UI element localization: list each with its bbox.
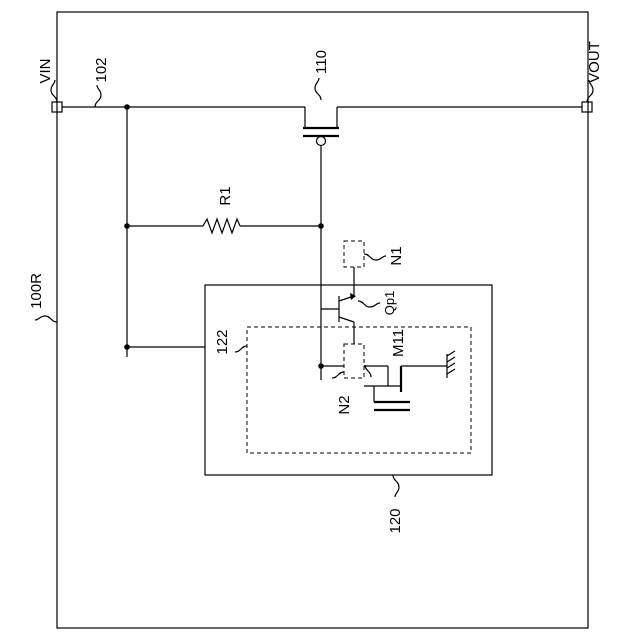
ground-symbol (447, 351, 455, 378)
leader-100r (35, 316, 57, 322)
resistor-r1 (127, 219, 321, 233)
transistor-qp1 (321, 293, 356, 344)
block-122 (247, 327, 471, 453)
leader-n2 (332, 372, 344, 378)
node-n1 (344, 241, 364, 267)
block-120 (205, 285, 492, 475)
leader-n1 (364, 254, 386, 260)
label-102: 102 (93, 57, 110, 82)
label-vin: VIN (37, 58, 54, 83)
label-120: 120 (387, 508, 404, 533)
leader-120 (393, 475, 399, 497)
label-m11: M11 (390, 329, 407, 357)
transistor-m11 (364, 366, 447, 410)
label-n2: N2 (336, 395, 353, 414)
leader-qp1 (358, 301, 380, 307)
junction-top (124, 104, 130, 110)
leader-102 (95, 85, 101, 107)
label-122: 122 (214, 329, 231, 354)
label-r1: R1 (217, 186, 234, 205)
label-vout: VOUT (586, 41, 603, 83)
vout-terminal (582, 102, 592, 112)
leader-m11 (365, 365, 371, 377)
leader-110 (315, 78, 321, 100)
label-110: 110 (313, 50, 330, 74)
label-n1: N1 (388, 246, 405, 265)
label-100r: 100R (28, 273, 45, 309)
label-qp1: Qp1 (382, 291, 397, 316)
node-n2 (344, 344, 364, 378)
transistor-110 (303, 107, 339, 226)
leader-122 (235, 346, 247, 352)
device-outline-100r (57, 12, 588, 628)
